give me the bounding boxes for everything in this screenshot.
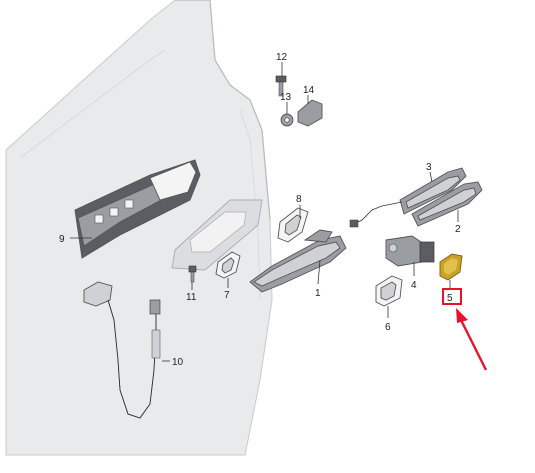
part-8-gasket xyxy=(277,207,309,243)
part-7-gasket xyxy=(215,251,241,279)
part-9-handle-carrier xyxy=(74,159,201,259)
label-7: 7 xyxy=(224,290,230,301)
part-11-screw xyxy=(188,265,197,283)
label-10: 10 xyxy=(172,357,184,368)
label-2: 2 xyxy=(455,224,461,235)
label-9: 9 xyxy=(59,234,65,245)
part-13-nut xyxy=(280,113,294,127)
label-14: 14 xyxy=(303,85,315,96)
wire-harness xyxy=(349,201,403,228)
highlight-box xyxy=(442,288,462,305)
part-1-door-handle xyxy=(249,229,347,293)
label-8: 8 xyxy=(296,194,302,205)
label-13: 13 xyxy=(280,92,292,103)
part-10-cable xyxy=(83,281,161,419)
label-4: 4 xyxy=(411,280,417,291)
label-6: 6 xyxy=(385,322,391,333)
label-12: 12 xyxy=(276,52,288,63)
part-12-bolt xyxy=(275,75,287,97)
part-6-bezel xyxy=(375,275,403,307)
door-recess xyxy=(171,199,263,271)
label-11: 11 xyxy=(186,292,197,303)
label-1: 1 xyxy=(315,288,321,299)
label-5: 5 xyxy=(447,293,453,304)
part-5-cap xyxy=(439,253,463,281)
pointer-arrow xyxy=(456,308,488,371)
door-panel xyxy=(5,0,273,456)
part-2-cover xyxy=(411,181,483,227)
part-labels: 12 13 14 3 2 8 9 4 5 6 1 7 11 10 xyxy=(59,52,461,368)
label-3: 3 xyxy=(426,162,432,173)
part-4-lock-cylinder xyxy=(385,235,435,267)
part-3-cover xyxy=(399,167,467,215)
part-14-cap xyxy=(297,99,323,127)
